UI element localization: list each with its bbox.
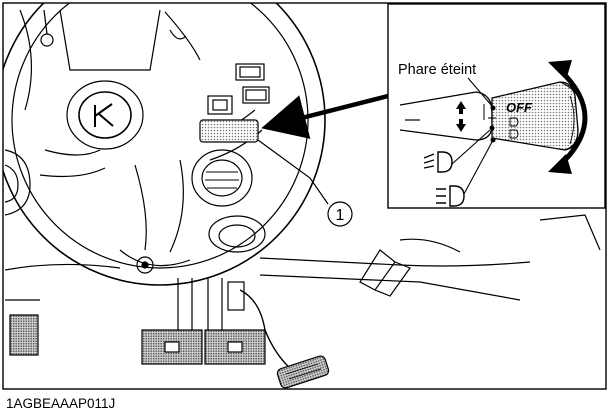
detent-marks [483,104,496,120]
floor-curve [399,238,461,253]
accelerator-rod [239,289,293,371]
steering-spoke-left-lower [39,167,106,178]
left-vent [4,149,31,216]
callout-number: 1 [336,207,345,224]
panel-switch-top-inner [239,66,261,78]
knob-small-beam-icons [509,117,519,139]
pointer-arrow [261,93,389,139]
logo-k-icon [94,103,114,127]
detent-off [490,105,496,111]
column-bolt-center [141,261,149,269]
accelerator-pedal [276,355,330,389]
tractor-dashboard [3,3,601,389]
callout-circle [327,201,353,227]
off-leader [467,77,493,107]
right-bracket-side [374,261,411,297]
brake-pedal-left-hole [164,341,180,353]
low-beam-leader [451,129,491,165]
panel-switch-left [207,95,233,115]
column-bolt [136,256,154,274]
panel-edge-line [19,9,33,111]
detent-high [490,137,496,143]
accelerator-grooves [285,363,322,380]
headlight-off-label: Phare éteint [398,62,476,78]
gauge-arc [169,29,187,40]
light-switch-lever [199,119,259,143]
low-beam-headlight-icon [423,151,453,173]
pedal-bracket [227,281,245,311]
steering-hub-outer [66,80,144,150]
panel-switch-top [235,63,265,81]
center-vent-inner [201,159,243,197]
callout-leader [257,139,329,205]
switch-detail-inset: Phare éteint OFF [387,3,606,209]
panel-switch-mid [242,86,270,104]
brake-pedal-right-stalk [207,278,223,330]
figure-code: 1AGBEAAAP011J [6,396,115,411]
steering-spoke-left [44,149,101,156]
steering-hub-inner [78,91,132,139]
gauge-needle-line [164,11,201,61]
panel-switch-mid-inner [245,89,267,101]
right-panel-line [539,214,601,251]
lower-gauge-inner [218,224,256,248]
cowl-line-left [4,263,121,271]
center-vent-outer [191,149,253,207]
gauge-needle [43,9,48,35]
panel-switch-left-inner [212,99,228,111]
high-beam-headlight-icon [436,185,465,207]
switch-knob-ridge [569,95,575,145]
clutch-pedal [9,314,39,356]
up-down-arrow-icon [456,101,466,132]
brake-pedal-right-hole [227,341,243,353]
brake-pedal-left-stalk [177,278,193,330]
curved-double-arrow-icon [548,60,588,174]
cowl-line-right [259,257,531,267]
steering-spoke-bottom-left [134,164,147,251]
steering-wheel-outer-rim [3,3,326,286]
floor-line [259,274,521,301]
steering-spoke-bottom-right [169,159,184,253]
left-vent-inner [4,164,19,203]
switch-off-text: OFF [506,100,533,115]
detent-low [489,125,495,131]
vent-slats [205,171,239,189]
instrument-cluster [59,9,161,71]
high-beam-leader [463,141,493,195]
lower-gauge-outer [208,215,266,253]
